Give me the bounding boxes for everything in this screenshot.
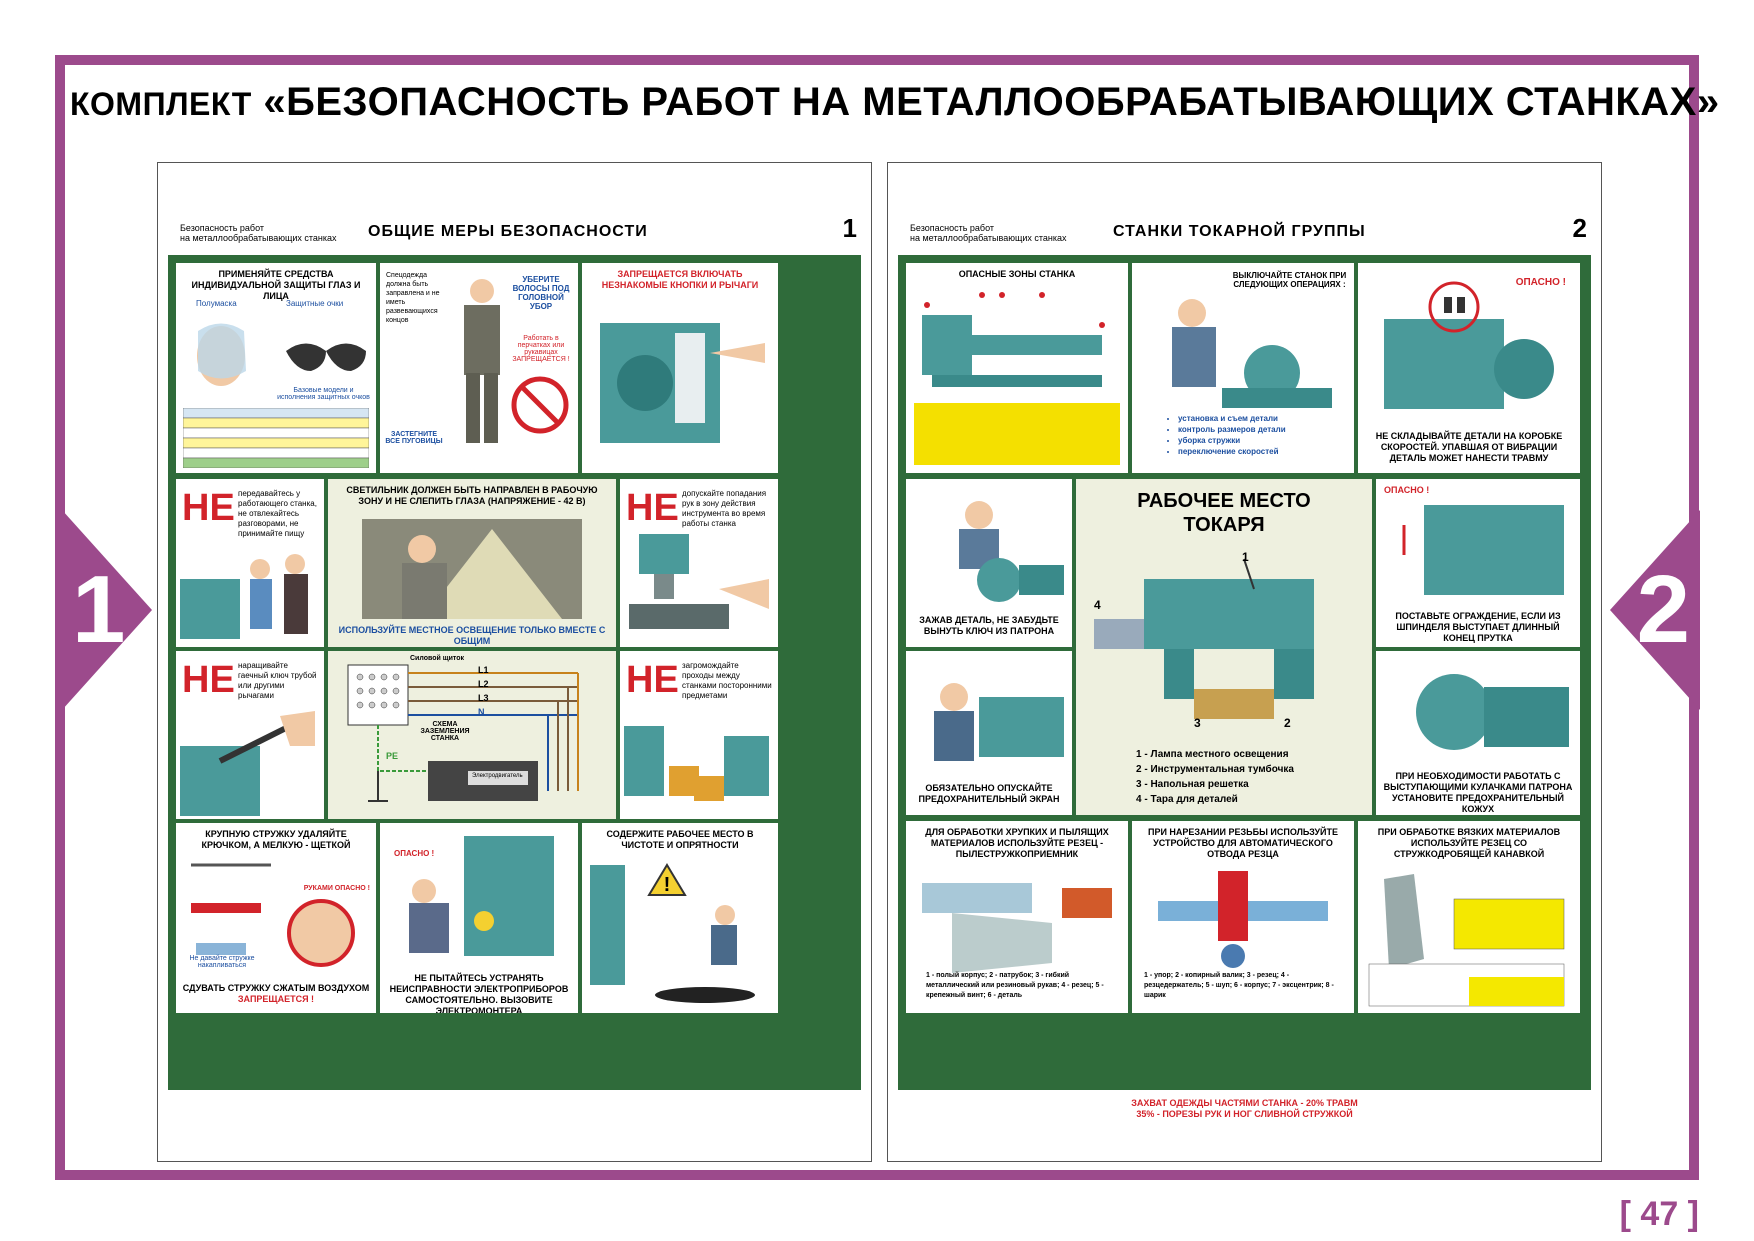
workplace-legend: 1 - Лампа местного освещения 2 - Инструм… bbox=[1136, 749, 1294, 805]
guard-illustration bbox=[1402, 505, 1564, 595]
poster-1-title: ОБЩИЕ МЕРЫ БЕЗОПАСНОСТИ bbox=[368, 223, 648, 240]
svg-text:1: 1 bbox=[1242, 550, 1249, 564]
glasses-label: Защитные очки bbox=[286, 299, 344, 308]
poster-2-subtitle: Безопасность работ на металлообрабатываю… bbox=[910, 223, 1067, 243]
workplace-panel: РАБОЧЕЕ МЕСТО ТОКАРЯ 1 4 3 2 1 - Лампа м… bbox=[1076, 479, 1372, 815]
electric-panel: ОПАСНО ! НЕ ПЫТАЙТЕСЬ УСТРАНЯТЬ НЕИСПРАВ… bbox=[380, 823, 578, 1013]
ppe-panel: ПРИМЕНЯЙТЕ СРЕДСТВА ИНДИВИДУАЛЬНОЙ ЗАЩИТ… bbox=[176, 263, 376, 473]
chips-panel: КРУПНУЮ СТРУЖКУ УДАЛЯЙТЕ КРЮЧКОМ, А МЕЛК… bbox=[176, 823, 376, 1013]
worker-illustration bbox=[464, 279, 500, 443]
grounding-diagram bbox=[347, 664, 579, 802]
poster-1-board: ПРИМЕНЯЙТЕ СРЕДСТВА ИНДИВИДУАЛЬНОЙ ЗАЩИТ… bbox=[168, 255, 861, 1090]
wrench-illustration bbox=[180, 711, 315, 816]
lathe-operator-illustration bbox=[1172, 299, 1332, 408]
page-title: КОМПЛЕКТ «БЕЗОПАСНОСТЬ РАБОТ НА МЕТАЛЛОО… bbox=[70, 80, 1719, 125]
poster-2-footer: ЗАХВАТ ОДЕЖДЫ ЧАСТЯМИ СТАНКА - 20% ТРАВМ… bbox=[1131, 1098, 1358, 1119]
poster-2: Безопасность работ на металлообрабатываю… bbox=[887, 162, 1602, 1162]
lamp-illustration bbox=[362, 519, 582, 619]
screen-panel: ОБЯЗАТЕЛЬНО ОПУСКАЙТЕ ПРЕДОХРАНИТЕЛЬНЫЙ … bbox=[906, 651, 1072, 815]
danger-zones-panel: ОПАСНЫЕ ЗОНЫ СТАНКА bbox=[906, 263, 1128, 473]
operations-list: установка и съем детали контроль размеро… bbox=[1168, 413, 1286, 457]
ne-hands-panel: НЕ допускайте попадания рук в зону дейст… bbox=[620, 479, 778, 647]
control-panel-illustration bbox=[600, 323, 765, 443]
workers-talking-illustration bbox=[180, 554, 308, 639]
svg-text:!: ! bbox=[664, 874, 671, 896]
chuck-key-panel: ЗАЖАВ ДЕТАЛЬ, НЕ ЗАБУДЬТЕ ВЫНУТЬ КЛЮЧ ИЗ… bbox=[906, 479, 1072, 647]
title-prefix: КОМПЛЕКТ bbox=[70, 86, 252, 122]
ne-wrench-panel: НЕ наращивайте гаечный ключ трубой или д… bbox=[176, 651, 324, 819]
ppe-table bbox=[183, 408, 369, 468]
casing-illustration bbox=[1416, 674, 1569, 750]
forbidden-buttons-panel: ЗАПРЕЩАЕТСЯ ВКЛЮЧАТЬ НЕЗНАКОМЫЕ КНОПКИ И… bbox=[582, 263, 778, 473]
grounding-scheme-panel: Силовой щиток L1 L2 L3 N PE СХЕМА ЗАЗЕМЛ… bbox=[328, 651, 616, 819]
no-gloves-icon bbox=[511, 376, 569, 434]
ne-distraction-panel: НЕ передавайтесь у работающего станка, н… bbox=[176, 479, 324, 647]
casing-panel: ПРИ НЕОБХОДИМОСТИ РАБОТАТЬ С ВЫСТУПАЮЩИМ… bbox=[1376, 651, 1580, 815]
poster-2-title: СТАНКИ ТОКАРНОЙ ГРУППЫ bbox=[1113, 223, 1366, 240]
svg-text:2: 2 bbox=[1284, 716, 1291, 729]
lamp-panel: СВЕТИЛЬНИК ДОЛЖЕН БЫТЬ НАПРАВЛЕН В РАБОЧ… bbox=[328, 479, 616, 647]
clothing-panel: Спецодежда должна быть заправлена и не и… bbox=[380, 263, 578, 473]
poster-1: Безопасность работ на металлообрабатываю… bbox=[157, 162, 872, 1162]
electric-illustration bbox=[409, 836, 554, 956]
thread-panel: ПРИ НАРЕЗАНИИ РЕЗЬБЫ ИСПОЛЬЗУЙТЕ УСТРОЙС… bbox=[1132, 821, 1354, 1013]
workplace-illustration: 1 4 3 2 bbox=[1094, 550, 1314, 729]
brittle-panel: ДЛЯ ОБРАБОТКИ ХРУПКИХ И ПЫЛЯЩИХ МАТЕРИАЛ… bbox=[906, 821, 1128, 1013]
poster-2-board: ОПАСНЫЕ ЗОНЫ СТАНКА ВЫКЛЮЧАЙТЕ СТАНОК ПР… bbox=[898, 255, 1591, 1090]
hook-brush-illustration bbox=[191, 863, 355, 967]
poster-1-subtitle: Безопасность работ на металлообрабатываю… bbox=[180, 223, 337, 243]
guard-panel: ОПАСНО ! ПОСТАВЬТЕ ОГРАЖДЕНИЕ, ЕСЛИ ИЗ Ш… bbox=[1376, 479, 1580, 647]
thread-device-diagram bbox=[1158, 871, 1328, 968]
poster-1-number: 1 bbox=[842, 213, 857, 243]
svg-text:3: 3 bbox=[1194, 716, 1201, 729]
gearbox-illustration bbox=[1384, 281, 1554, 409]
face-shield-illustration bbox=[197, 323, 366, 386]
poster-2-number: 2 bbox=[1572, 213, 1587, 243]
title-text: «БЕЗОПАСНОСТЬ РАБОТ НА МЕТАЛЛООБРАБАТЫВА… bbox=[263, 80, 1720, 124]
page-number: [ 47 ] bbox=[1619, 1195, 1699, 1233]
ne-clutter-panel: НЕ загромождайте проходы между станками … bbox=[620, 651, 778, 819]
mill-illustration bbox=[629, 534, 769, 629]
clean-workplace-panel: СОДЕРЖИТЕ РАБОЧЕЕ МЕСТО В ЧИСТОТЕ И ОПРЯ… bbox=[582, 823, 778, 1013]
zones-legend bbox=[914, 403, 1120, 465]
viscous-panel: ПРИ ОБРАБОТКЕ ВЯЗКИХ МАТЕРИАЛОВ ИСПОЛЬЗУ… bbox=[1358, 821, 1580, 1013]
svg-text:4: 4 bbox=[1094, 598, 1101, 612]
screen-illustration bbox=[934, 683, 1064, 761]
mask-label: Полумаска bbox=[196, 299, 237, 308]
dust-cutter-diagram bbox=[922, 883, 1112, 973]
workshop-illustration bbox=[624, 726, 769, 801]
slip-illustration: ! bbox=[590, 863, 755, 1003]
chip-breaker-diagram bbox=[1368, 874, 1565, 1007]
switch-off-panel: ВЫКЛЮЧАЙТЕ СТАНОК ПРИ СЛЕДУЮЩИХ ОПЕРАЦИЯ… bbox=[1132, 263, 1354, 473]
chuck-key-illustration bbox=[959, 501, 1064, 602]
lathe-zones-illustration bbox=[922, 292, 1105, 387]
no-parts-panel: ОПАСНО ! НЕ СКЛАДЫВАЙТЕ ДЕТАЛИ НА КОРОБК… bbox=[1358, 263, 1580, 473]
